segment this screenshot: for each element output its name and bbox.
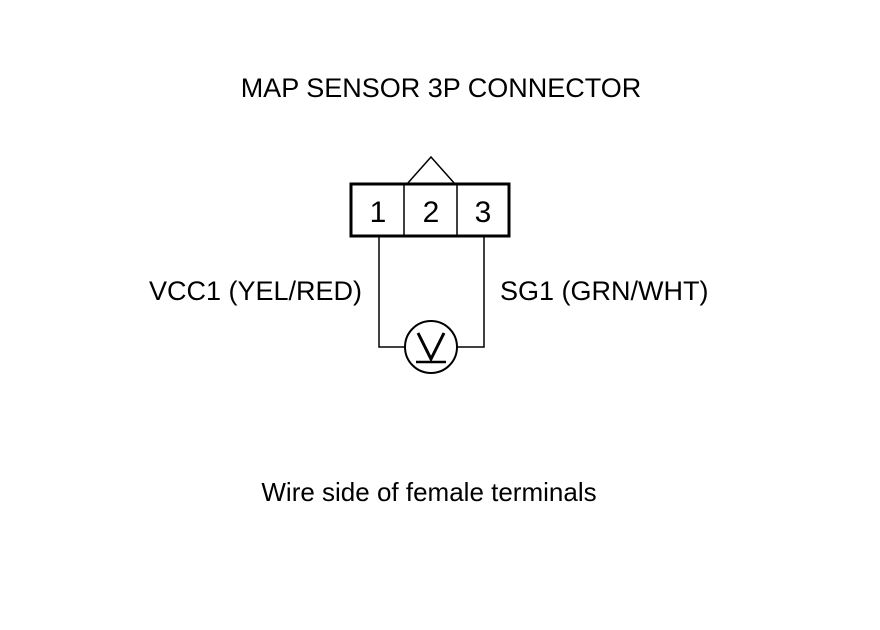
pin-number-1: 1 <box>370 196 387 229</box>
diagram-caption: Wire side of female terminals <box>261 477 596 507</box>
wire-label-sg1: SG1 (GRN/WHT) <box>500 276 709 306</box>
wire-vcc1 <box>378 236 405 348</box>
connector-housing <box>349 155 511 238</box>
wire-label-vcc1: VCC1 (YEL/RED) <box>149 276 362 306</box>
pin-number-3: 3 <box>475 196 492 229</box>
pin-number-2: 2 <box>423 196 440 229</box>
wire-sg1 <box>457 236 485 348</box>
diagram-title: MAP SENSOR 3P CONNECTOR <box>241 73 642 103</box>
voltmeter-icon <box>404 320 458 374</box>
connector-lock-tab <box>406 155 456 185</box>
